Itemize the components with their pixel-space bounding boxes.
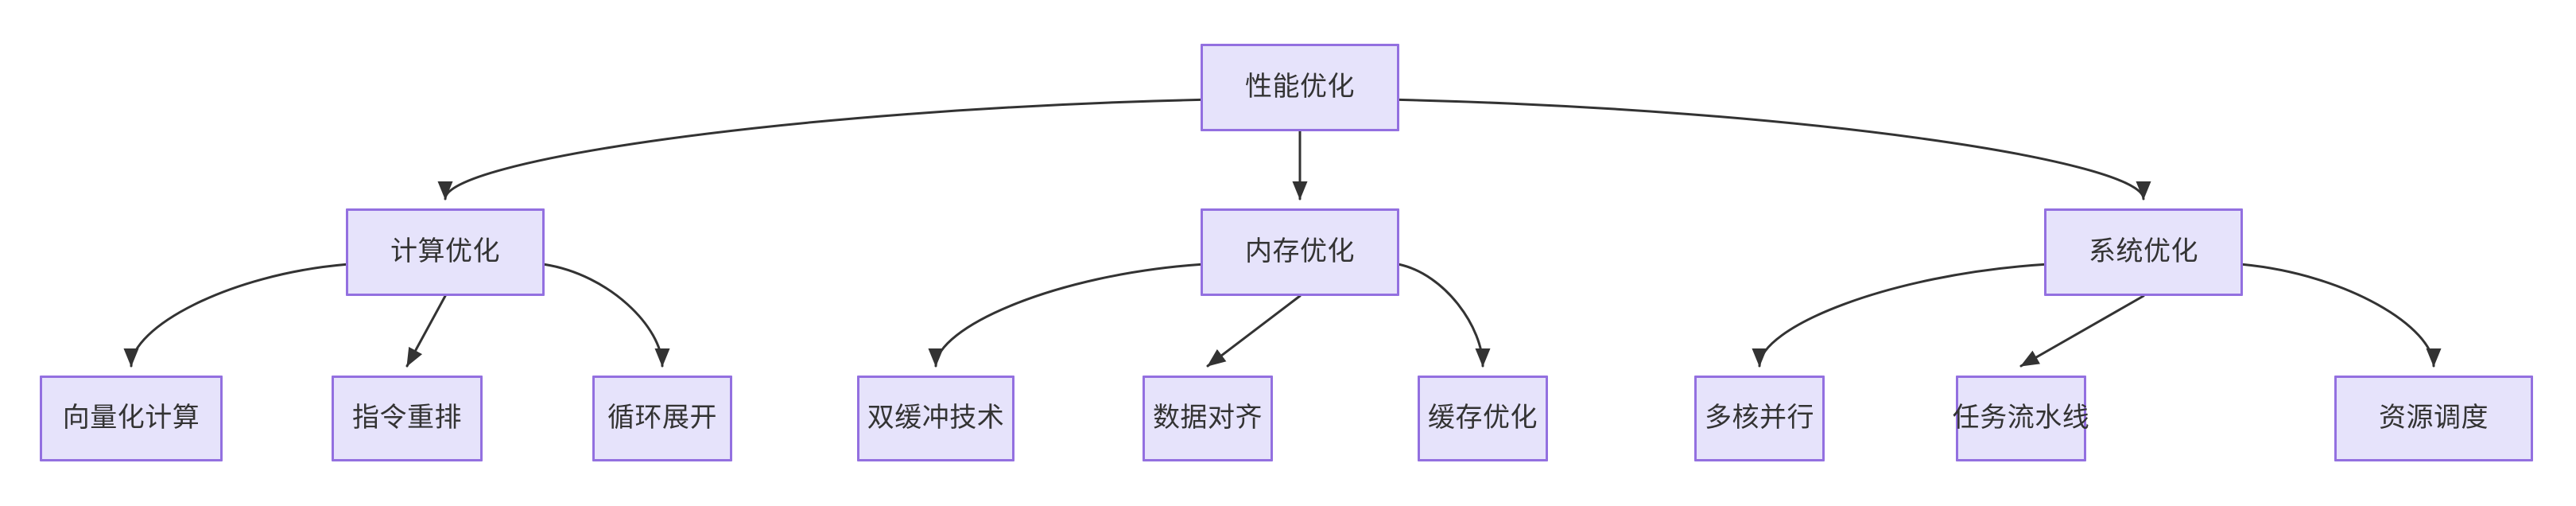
node-label-vectorized-compute: 向量化计算 [62, 403, 200, 434]
node-memory-optimization[interactable]: 内存优化 [1201, 208, 1399, 296]
node-label-resource-scheduling: 资源调度 [2379, 403, 2489, 434]
node-label-root: 性能优化 [1245, 72, 1355, 103]
node-system-optimization[interactable]: 系统优化 [2044, 208, 2243, 296]
node-vectorized-compute[interactable]: 向量化计算 [40, 376, 223, 461]
node-double-buffering[interactable]: 双缓冲技术 [857, 376, 1014, 461]
node-multicore-parallel[interactable]: 多核并行 [1694, 376, 1825, 461]
node-label-double-buffering: 双缓冲技术 [867, 403, 1005, 434]
node-label-system-optimization: 系统优化 [2089, 236, 2198, 267]
node-root[interactable]: 性能优化 [1201, 44, 1399, 131]
node-task-pipeline[interactable]: 任务流水线 [1953, 376, 2089, 461]
node-loop-unrolling[interactable]: 循环展开 [592, 376, 732, 461]
node-label-multicore-parallel: 多核并行 [1705, 403, 1814, 434]
node-label-memory-optimization: 内存优化 [1245, 236, 1355, 267]
node-resource-scheduling[interactable]: 资源调度 [2334, 376, 2533, 461]
node-compute-optimization[interactable]: 计算优化 [346, 208, 545, 296]
node-cache-optimization[interactable]: 缓存优化 [1418, 376, 1548, 461]
node-label-task-pipeline: 任务流水线 [1952, 403, 2090, 434]
node-data-alignment[interactable]: 数据对齐 [1143, 376, 1273, 461]
node-instruction-reorder[interactable]: 指令重排 [332, 376, 483, 461]
node-label-loop-unrolling: 循环展开 [607, 403, 717, 434]
node-label-instruction-reorder: 指令重排 [352, 403, 462, 434]
node-label-compute-optimization: 计算优化 [390, 236, 500, 267]
node-label-data-alignment: 数据对齐 [1153, 403, 1263, 434]
node-label-cache-optimization: 缓存优化 [1428, 403, 1538, 434]
